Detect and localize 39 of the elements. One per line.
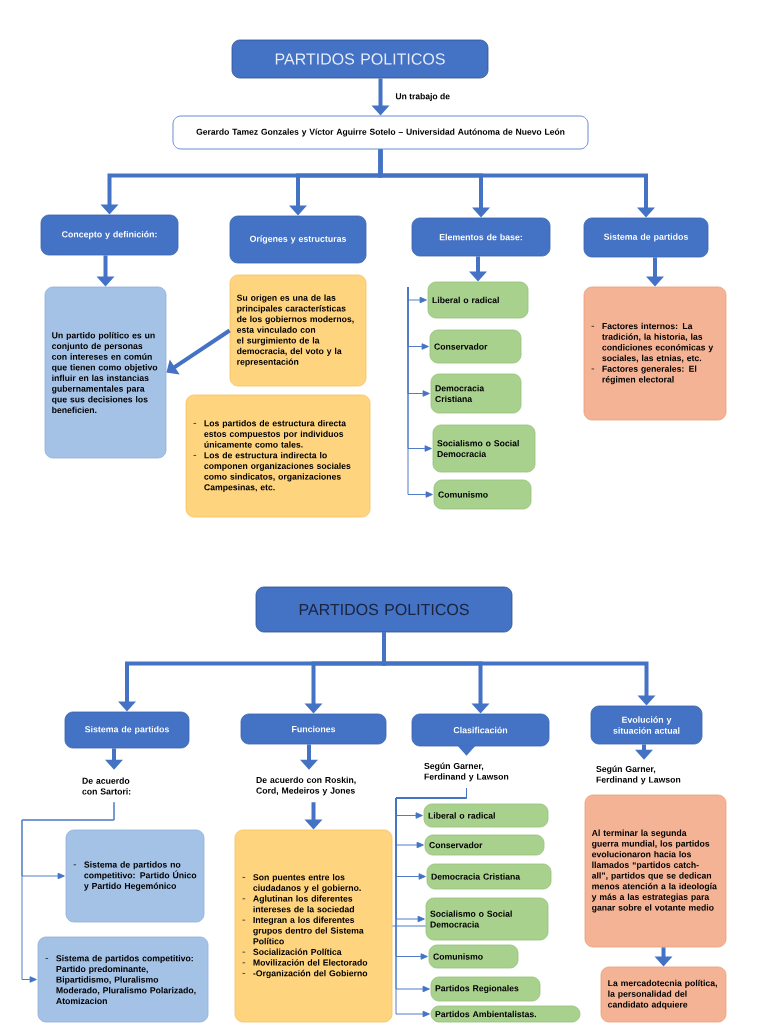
description-box: Al terminar la segunda guerra mundial, los partidos evolucionaron hacia los llamados “partidos catch-all”, partidos que se dedican menos atención a la ideología y más a las estrategias para ganar sobre el votante medio: [584, 794, 727, 948]
category-box: Democracia Cristiana: [426, 863, 552, 890]
topic-box: Concepto y definición:: [40, 214, 179, 256]
title-box: PARTIDOS POLITICOS: [255, 586, 513, 633]
category-box: Socialismo o Social Democracia: [425, 897, 549, 941]
topic-box: Orígenes y estructuras: [229, 215, 367, 264]
note-text: Según Garner, Ferdinand y Lawson: [424, 762, 509, 782]
topic-box: Evolución y situación actual: [590, 705, 703, 745]
category-box: Socialismo o Social Democracia: [432, 424, 536, 473]
topic-box: Sistema de partidos: [64, 711, 190, 749]
description-box: Sistema de partidos competitivo: Partido predominante, Bipartidismo, Pluralismo Moderado, Pluralismo Polarizado, Atomizacion: [37, 936, 209, 1023]
note-text: De acuerdo con Roskin, Cord, Medeiros y Jones: [256, 776, 356, 796]
topic-box: Sistema de partidos: [583, 217, 709, 258]
note-text: Según Garner, Ferdinand y Lawson: [596, 765, 681, 785]
topic-box: Elementos de base:: [411, 217, 551, 257]
connector-line: [391, 925, 427, 927]
edge-label: Un trabajo de: [394, 91, 452, 103]
category-box: Conservador: [424, 834, 545, 856]
category-box: Democracia Cristiana: [430, 373, 522, 414]
category-box: Partidos Regionales: [430, 976, 541, 1002]
description-box: Sistema de partidos no competitivo: Partido Único y Partido Hegemónico: [65, 829, 205, 923]
category-box: Comunismo: [428, 944, 519, 969]
description-box: Un partido político es un conjunto de personas con intereses en común que tienen como objetivo influir en las instancias gubernamentales para que sus decisiones los beneficien.: [44, 286, 167, 459]
category-box: Liberal o radical: [427, 281, 529, 319]
title-box: PARTIDOS POLITICOS: [231, 39, 489, 79]
note-text: De acuerdo con Sartori:: [82, 777, 131, 795]
description-box: La mercadotecnia política, la personalidad del candidato adquiere: [600, 966, 727, 1023]
arrow: [21, 801, 115, 983]
description-box: Su origen es una de las principales características de los gobiernos modernos, esta vinculado con el surgimiento de la democracia, del voto y la representación: [229, 274, 367, 387]
arrow: [407, 286, 433, 498]
author-box: Gerardo Tamez Gonzales y Víctor Aguirre Sotelo – Universidad Autónoma de Nuevo León: [172, 115, 589, 150]
category-box: Partidos Ambientalistas.: [430, 1005, 581, 1023]
description-box: Factores internos: La tradición, la historia, las condiciones económicas y sociales, las etnias, etc. Factores generales: El régimen electoral: [583, 286, 727, 421]
category-box: Conservador: [429, 329, 522, 364]
description-box: Son puentes entre los ciudadanos y el gobierno. Aglutinan los diferentes intereses de la sociedad Integran a los diferentes grupos dentro del Sistema Político Socialización Política Movilización del Electorado -Organización del Gobierno: [234, 829, 393, 1023]
category-box: Liberal o radical: [423, 803, 549, 828]
block-arrow: [166, 328, 231, 375]
category-box: Comunismo: [433, 479, 532, 510]
description-box: Los partidos de estructura directa estos compuestos por individuos únicamente como tales. Los de estructura indirecta lo componen organizaciones sociales como sindicatos, organizaciones Campesinas, etc.: [185, 394, 371, 518]
